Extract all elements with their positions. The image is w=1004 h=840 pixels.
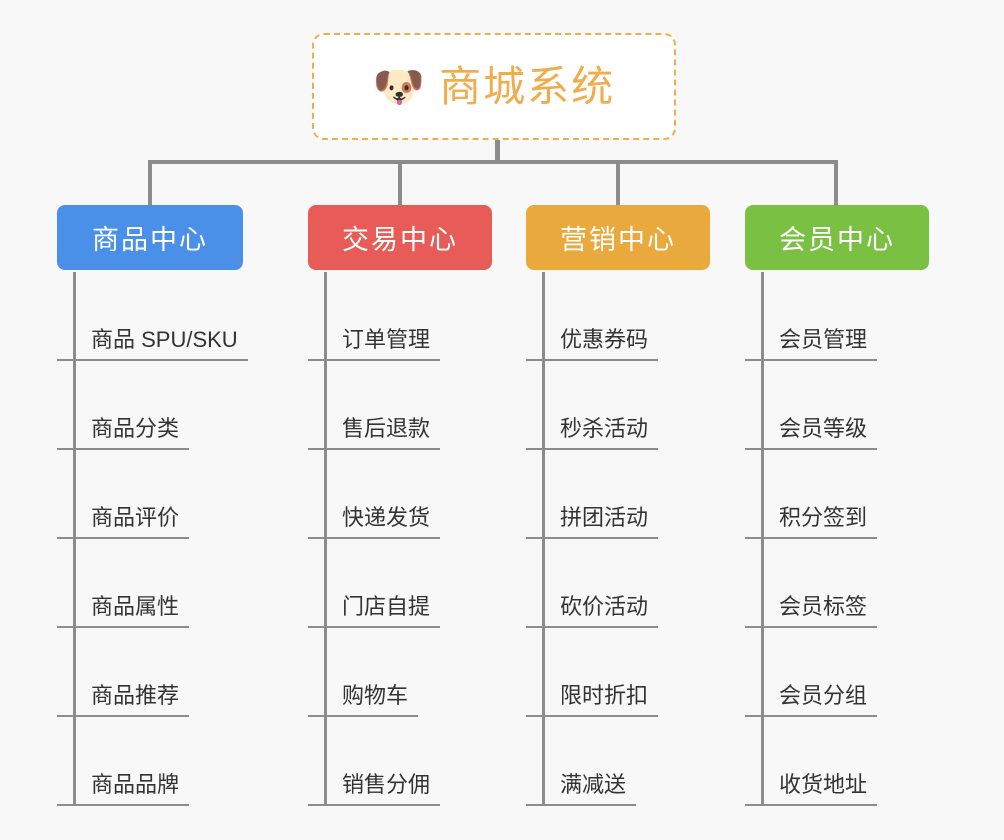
leaf-item[interactable]: 商品评价 (57, 450, 247, 539)
dog-face-icon: 🐶 (372, 62, 426, 110)
leaf-item[interactable]: 拼团活动 (526, 450, 716, 539)
connector-drop-3 (616, 160, 620, 205)
leaf-label: 会员等级 (745, 415, 878, 450)
category-label: 交易中心 (342, 225, 458, 255)
leaf-item[interactable]: 售后退款 (308, 361, 498, 450)
leaf-item[interactable]: 购物车 (308, 628, 498, 717)
leaf-label: 商品 SPU/SKU (57, 326, 248, 361)
root-title: 商城系统 (439, 62, 616, 110)
category-label: 商品中心 (92, 225, 208, 255)
leaf-item[interactable]: 收货地址 (745, 717, 935, 806)
connector-drop-1 (148, 160, 152, 205)
leaf-label: 优惠券码 (526, 326, 659, 361)
leaf-item[interactable]: 快递发货 (308, 450, 498, 539)
leaf-item[interactable]: 会员标签 (745, 539, 935, 628)
category-header-trade-center[interactable]: 交易中心 (308, 205, 492, 270)
root-node[interactable]: 🐶 商城系统 (312, 33, 676, 140)
column-member-center: 会员中心 会员管理 会员等级 积分签到 会员标签 会员分组 收货地址 (745, 205, 935, 806)
leaf-label: 售后退款 (308, 415, 441, 450)
leaf-item[interactable]: 砍价活动 (526, 539, 716, 628)
connector-drop-2 (398, 160, 402, 205)
leaf-item[interactable]: 积分签到 (745, 450, 935, 539)
leaf-item[interactable]: 满减送 (526, 717, 716, 806)
connector-root-stem (495, 140, 500, 163)
leaf-label: 秒杀活动 (526, 415, 659, 450)
leaf-label: 会员标签 (745, 593, 878, 628)
column-trade-center: 交易中心 订单管理 售后退款 快递发货 门店自提 购物车 销售分佣 (308, 205, 498, 806)
leaf-label: 门店自提 (308, 593, 441, 628)
leaf-item[interactable]: 门店自提 (308, 539, 498, 628)
leaf-label: 商品评价 (57, 504, 190, 539)
branch-trunk (542, 272, 545, 806)
leaf-label: 快递发货 (308, 504, 441, 539)
category-label: 会员中心 (779, 225, 895, 255)
leaf-item[interactable]: 会员管理 (745, 272, 935, 361)
leaf-item[interactable]: 商品 SPU/SKU (57, 272, 248, 361)
category-label: 营销中心 (560, 225, 676, 255)
category-header-marketing-center[interactable]: 营销中心 (526, 205, 710, 270)
leaf-label: 商品分类 (57, 415, 190, 450)
leaf-item[interactable]: 会员分组 (745, 628, 935, 717)
column-marketing-center: 营销中心 优惠券码 秒杀活动 拼团活动 砍价活动 限时折扣 满减送 (526, 205, 716, 806)
leaf-label: 收货地址 (745, 771, 878, 806)
leaf-list-marketing-center: 优惠券码 秒杀活动 拼团活动 砍价活动 限时折扣 满减送 (526, 272, 716, 806)
leaf-item[interactable]: 会员等级 (745, 361, 935, 450)
leaf-label: 会员分组 (745, 682, 878, 717)
category-header-product-center[interactable]: 商品中心 (57, 205, 243, 270)
branch-trunk (73, 272, 76, 806)
leaf-label: 限时折扣 (526, 682, 659, 717)
leaf-label: 积分签到 (745, 504, 878, 539)
leaf-item[interactable]: 商品品牌 (57, 717, 247, 806)
category-header-member-center[interactable]: 会员中心 (745, 205, 929, 270)
leaf-list-product-center: 商品 SPU/SKU 商品分类 商品评价 商品属性 商品推荐 商品品牌 (57, 272, 248, 806)
leaf-item[interactable]: 秒杀活动 (526, 361, 716, 450)
leaf-label: 购物车 (308, 682, 419, 717)
column-product-center: 商品中心 商品 SPU/SKU 商品分类 商品评价 商品属性 商品推荐 商品品牌 (57, 205, 248, 806)
leaf-item[interactable]: 限时折扣 (526, 628, 716, 717)
leaf-label: 会员管理 (745, 326, 878, 361)
leaf-item[interactable]: 优惠券码 (526, 272, 716, 361)
leaf-list-trade-center: 订单管理 售后退款 快递发货 门店自提 购物车 销售分佣 (308, 272, 498, 806)
leaf-item[interactable]: 商品分类 (57, 361, 247, 450)
leaf-label: 商品品牌 (57, 771, 190, 806)
leaf-item[interactable]: 商品推荐 (57, 628, 247, 717)
leaf-item[interactable]: 销售分佣 (308, 717, 498, 806)
leaf-label: 满减送 (526, 771, 637, 806)
branch-trunk (324, 272, 327, 806)
connector-drop-4 (834, 160, 838, 205)
leaf-label: 销售分佣 (308, 771, 441, 806)
connector-bus-bar (148, 160, 838, 164)
leaf-item[interactable]: 商品属性 (57, 539, 247, 628)
leaf-label: 商品推荐 (57, 682, 190, 717)
leaf-label: 订单管理 (308, 326, 441, 361)
leaf-label: 拼团活动 (526, 504, 659, 539)
leaf-item[interactable]: 订单管理 (308, 272, 498, 361)
leaf-label: 砍价活动 (526, 593, 659, 628)
branch-trunk (761, 272, 764, 806)
leaf-label: 商品属性 (57, 593, 190, 628)
leaf-list-member-center: 会员管理 会员等级 积分签到 会员标签 会员分组 收货地址 (745, 272, 935, 806)
